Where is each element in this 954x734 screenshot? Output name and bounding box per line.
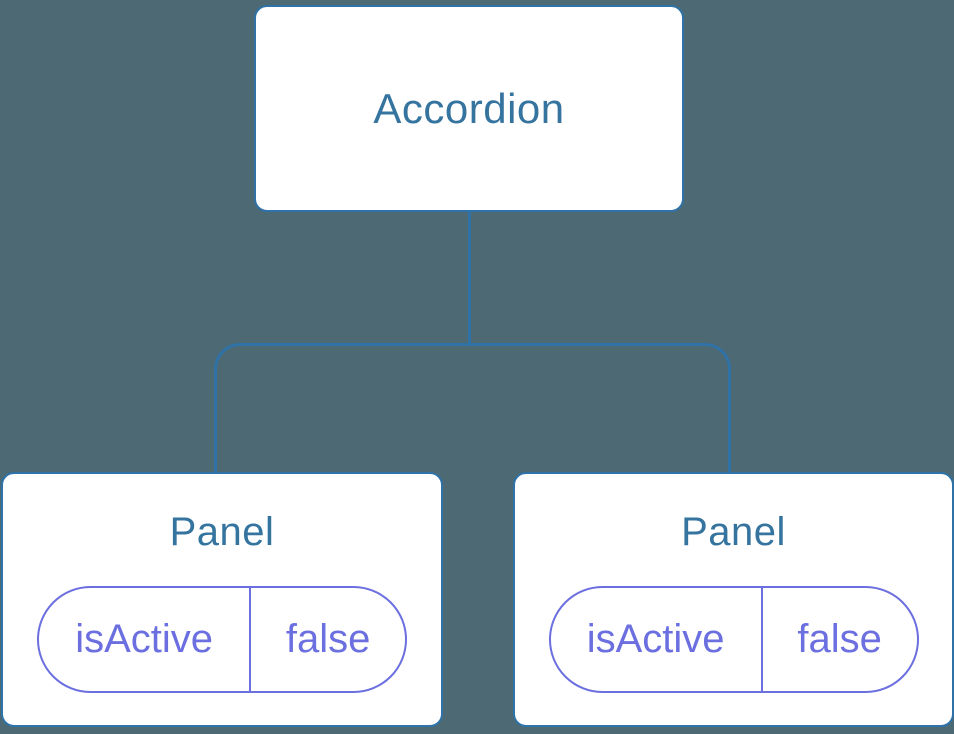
panel-left-label: Panel (169, 510, 275, 554)
panel-node-left: Panel isActive false (1, 472, 443, 727)
panel-left-state-key: isActive (39, 588, 252, 691)
accordion-node: Accordion (254, 5, 684, 212)
connector-bracket-line (214, 343, 731, 472)
panel-right-state-pill: isActive false (548, 586, 919, 693)
panel-node-right: Panel isActive false (513, 472, 954, 727)
panel-left-state-pill: isActive false (37, 586, 407, 693)
connector-stem-line (467, 212, 471, 345)
panel-right-label: Panel (681, 510, 786, 554)
panel-left-state-value: false (285, 617, 371, 661)
panel-right-state-key: isActive (551, 588, 763, 691)
accordion-node-label: Accordion (373, 84, 565, 132)
panel-right-state-value: false (797, 617, 882, 661)
